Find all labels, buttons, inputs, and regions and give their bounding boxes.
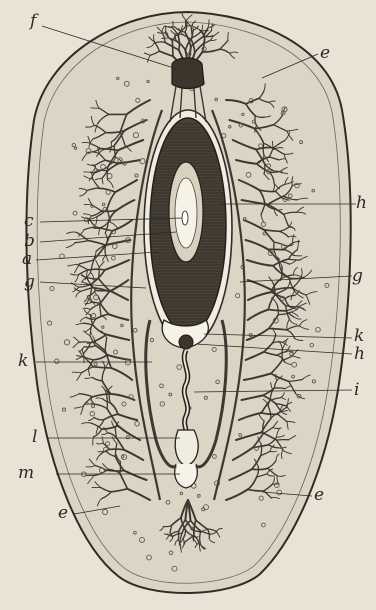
label-i: i bbox=[354, 380, 359, 400]
label-h-lower: h bbox=[354, 344, 365, 364]
label-b: b bbox=[24, 231, 35, 251]
label-g-right: g bbox=[352, 266, 363, 286]
label-e-top: e bbox=[320, 43, 330, 63]
label-g-left: g bbox=[24, 272, 35, 292]
label-l: l bbox=[32, 427, 37, 447]
label-k-right: k bbox=[354, 326, 364, 346]
brain-ganglion bbox=[172, 58, 204, 89]
pharynx-lumen bbox=[182, 211, 188, 225]
label-a: a bbox=[22, 249, 32, 269]
label-e-bottom-right: e bbox=[314, 485, 324, 505]
label-c: c bbox=[24, 211, 34, 231]
label-h-mid: h bbox=[356, 193, 367, 213]
label-k-left: k bbox=[18, 351, 28, 371]
label-e-bottom-left: e bbox=[58, 503, 68, 523]
genital-bulb bbox=[179, 335, 193, 349]
label-m: m bbox=[18, 463, 34, 483]
